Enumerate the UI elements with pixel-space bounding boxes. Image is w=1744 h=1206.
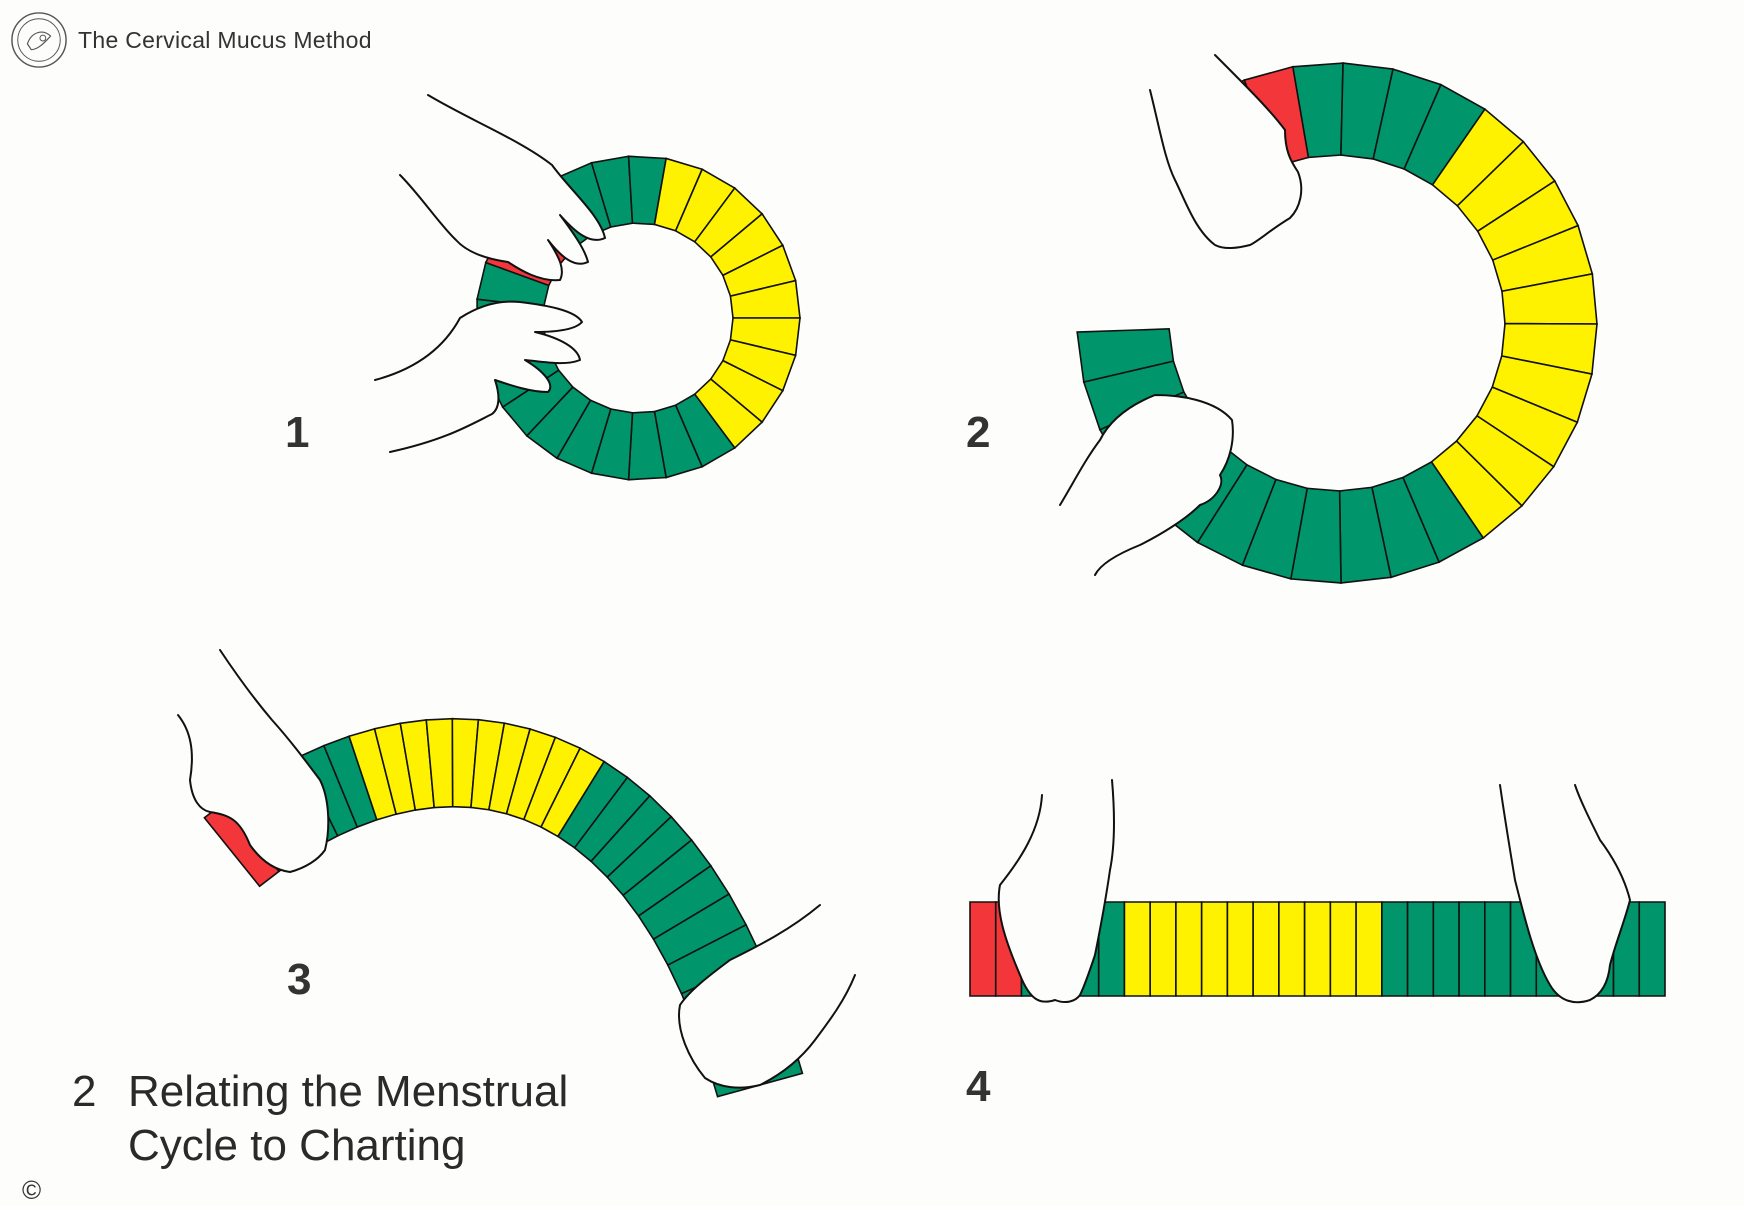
- cycle-segment: [1484, 901, 1512, 997]
- cycle-segment: [1406, 901, 1435, 997]
- cycle-segment: [1200, 901, 1229, 997]
- header: The Cervical Mucus Method: [10, 10, 372, 70]
- cycle-segment: [1123, 901, 1151, 997]
- hand-icon: [374, 300, 583, 453]
- panel-number-3: 3: [287, 955, 312, 1004]
- copyright-symbol: ©: [22, 1175, 42, 1205]
- caption-number: 2: [72, 1067, 97, 1116]
- cycle-segment: [1252, 901, 1280, 997]
- hand-icon: [177, 649, 330, 873]
- hand-icon: [1499, 784, 1631, 1004]
- hand-icon: [678, 904, 856, 1089]
- panel-number-2: 2: [966, 408, 991, 457]
- hand-icon: [1149, 54, 1303, 249]
- cycle-segment: [1432, 901, 1460, 997]
- cycle-segment: [1329, 901, 1357, 997]
- caption-line-2: Cycle to Charting: [128, 1121, 466, 1170]
- logo-seal: [11, 12, 67, 68]
- cycle-segment: [969, 901, 997, 997]
- hand-icon: [1059, 394, 1234, 576]
- cycle-segment: [1458, 901, 1486, 997]
- cycle-segment: [1355, 901, 1383, 997]
- cycle-segment: [1175, 901, 1203, 997]
- caption-line-1: Relating the Menstrual: [128, 1067, 569, 1116]
- cycle-segment: [1381, 901, 1409, 997]
- cycle-segment: [1278, 901, 1306, 997]
- hand-icon: [399, 94, 606, 282]
- cycle-segment: [1149, 901, 1177, 997]
- cycle-segment: [1226, 901, 1254, 997]
- hand-icon: [997, 779, 1116, 1004]
- cycle-segment: [1638, 901, 1666, 997]
- header-title: The Cervical Mucus Method: [78, 26, 372, 53]
- panel-number-1: 1: [285, 408, 310, 457]
- cycle-segment: [1076, 328, 1175, 383]
- cycle-segment: [1303, 901, 1332, 997]
- panel-number-4: 4: [966, 1062, 991, 1111]
